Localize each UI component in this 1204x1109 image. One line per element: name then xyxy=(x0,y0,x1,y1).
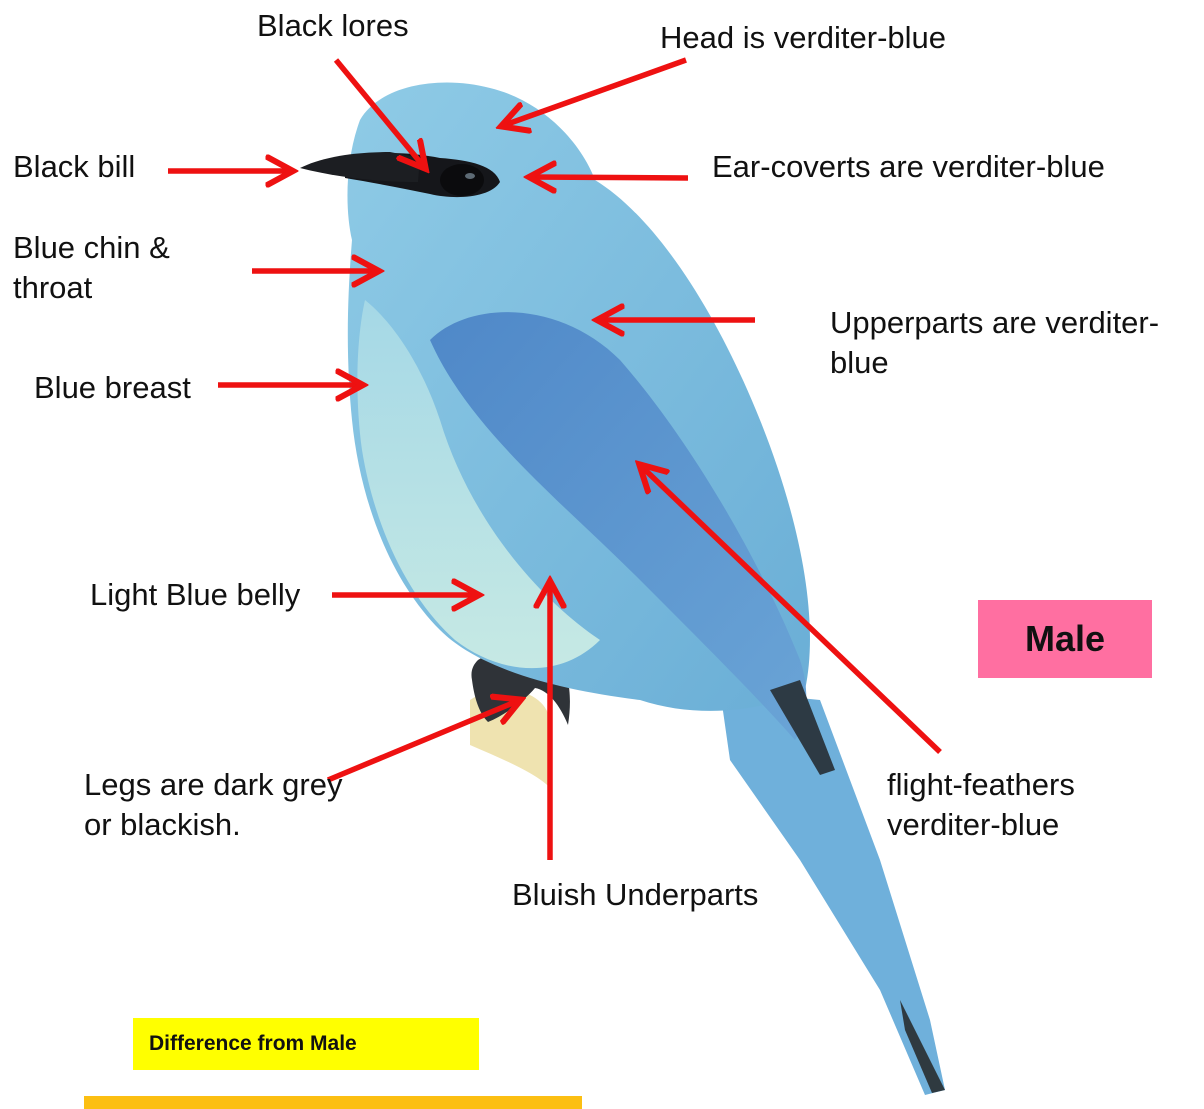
label-flight-feathers: flight-feathers verditer-blue xyxy=(887,765,1117,845)
label-ear-coverts: Ear-coverts are verditer-blue xyxy=(712,147,1105,187)
label-black-bill: Black bill xyxy=(13,147,135,187)
label-breast: Blue breast xyxy=(34,368,191,408)
male-badge: Male xyxy=(978,600,1152,678)
arrow-head xyxy=(502,60,686,126)
label-underparts: Bluish Underparts xyxy=(512,875,758,915)
difference-box: Difference from Male xyxy=(133,1018,479,1070)
label-belly: Light Blue belly xyxy=(90,575,300,615)
difference-label: Difference from Male xyxy=(149,1018,357,1070)
arrow-ear-coverts xyxy=(530,177,688,178)
male-badge-label: Male xyxy=(978,600,1152,678)
bird-eye xyxy=(440,164,484,196)
eye-highlight xyxy=(465,173,475,179)
label-head: Head is verditer-blue xyxy=(660,18,946,58)
label-upperparts: Upperparts are verditer-blue xyxy=(830,303,1200,383)
black-bill xyxy=(300,152,420,182)
bottom-bar xyxy=(84,1096,582,1109)
label-black-lores: Black lores xyxy=(257,6,409,46)
label-chin-throat: Blue chin & throat xyxy=(13,228,213,308)
label-legs: Legs are dark grey or blackish. xyxy=(84,765,354,845)
